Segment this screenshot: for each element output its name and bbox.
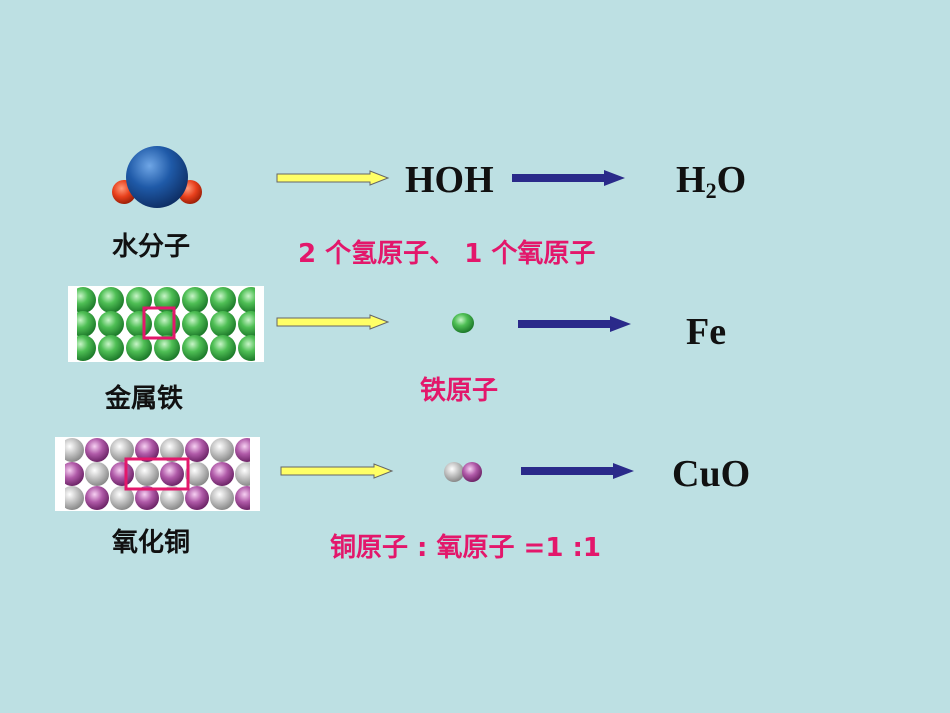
copper-oxide-pair-icon [444, 462, 482, 482]
iron-lattice-icon [68, 286, 264, 362]
copper-atom [160, 438, 184, 462]
copper-atom [160, 486, 184, 510]
oxygen-atom [60, 462, 84, 486]
formula-water-h: H [676, 159, 706, 201]
oxygen-atom [135, 486, 159, 510]
oxygen-atom [185, 486, 209, 510]
copper-atom [60, 486, 84, 510]
iron-atom [98, 335, 124, 361]
oxygen-atom [185, 438, 209, 462]
blue-arrow-2 [518, 316, 631, 332]
iron-atom [210, 287, 236, 313]
iron-atom [210, 335, 236, 361]
oxygen-atom [135, 438, 159, 462]
iron-atom [182, 287, 208, 313]
iron-atom [154, 335, 180, 361]
yellow-arrow-1 [276, 170, 390, 186]
iron-atom [182, 311, 208, 337]
copper-atom [110, 438, 134, 462]
copper-atom [85, 462, 109, 486]
copper-atom [60, 438, 84, 462]
composition-water: 2 个氢原子、 1 个氧原子 [298, 239, 596, 269]
copper-atom [135, 462, 159, 486]
formula-water: H2O [676, 158, 746, 204]
yellow-arrow-2 [276, 314, 390, 330]
oxygen-atom [85, 486, 109, 510]
substance-label-copper-oxide: 氧化铜 [112, 528, 191, 558]
composition-iron: 铁原子 [420, 376, 499, 406]
iron-atom [98, 311, 124, 337]
formula-water-o: O [716, 159, 747, 201]
copper-atom [185, 462, 209, 486]
copper-oxide-lattice-icon [55, 437, 260, 511]
oxygen-atom [110, 462, 134, 486]
oxygen-atom [160, 462, 184, 486]
oxygen-atom [210, 462, 234, 486]
iron-atom [210, 311, 236, 337]
blue-arrow-3 [521, 463, 634, 479]
blue-arrow-1 [512, 170, 625, 186]
copper-atom [110, 486, 134, 510]
composition-copper-oxide: 铜原子 : 氧原子 =1 :1 [330, 533, 601, 563]
oxygen-atom [85, 438, 109, 462]
intermediate-formula-hoh: HOH [405, 159, 494, 201]
iron-atom [154, 311, 180, 337]
substance-label-iron: 金属铁 [105, 384, 184, 414]
iron-atom [182, 335, 208, 361]
copper-atom [210, 486, 234, 510]
formula-iron: Fe [686, 311, 727, 353]
formula-water-subscript: 2 [705, 178, 717, 203]
yellow-arrow-3 [280, 463, 394, 479]
iron-atom [126, 311, 152, 337]
substance-label-water: 水分子 [112, 232, 191, 262]
formula-copper-oxide: CuO [672, 453, 751, 495]
iron-atom [98, 287, 124, 313]
iron-atom-icon [452, 313, 474, 333]
iron-atom [126, 335, 152, 361]
copper-atom [210, 438, 234, 462]
water-molecule-icon [112, 146, 202, 208]
